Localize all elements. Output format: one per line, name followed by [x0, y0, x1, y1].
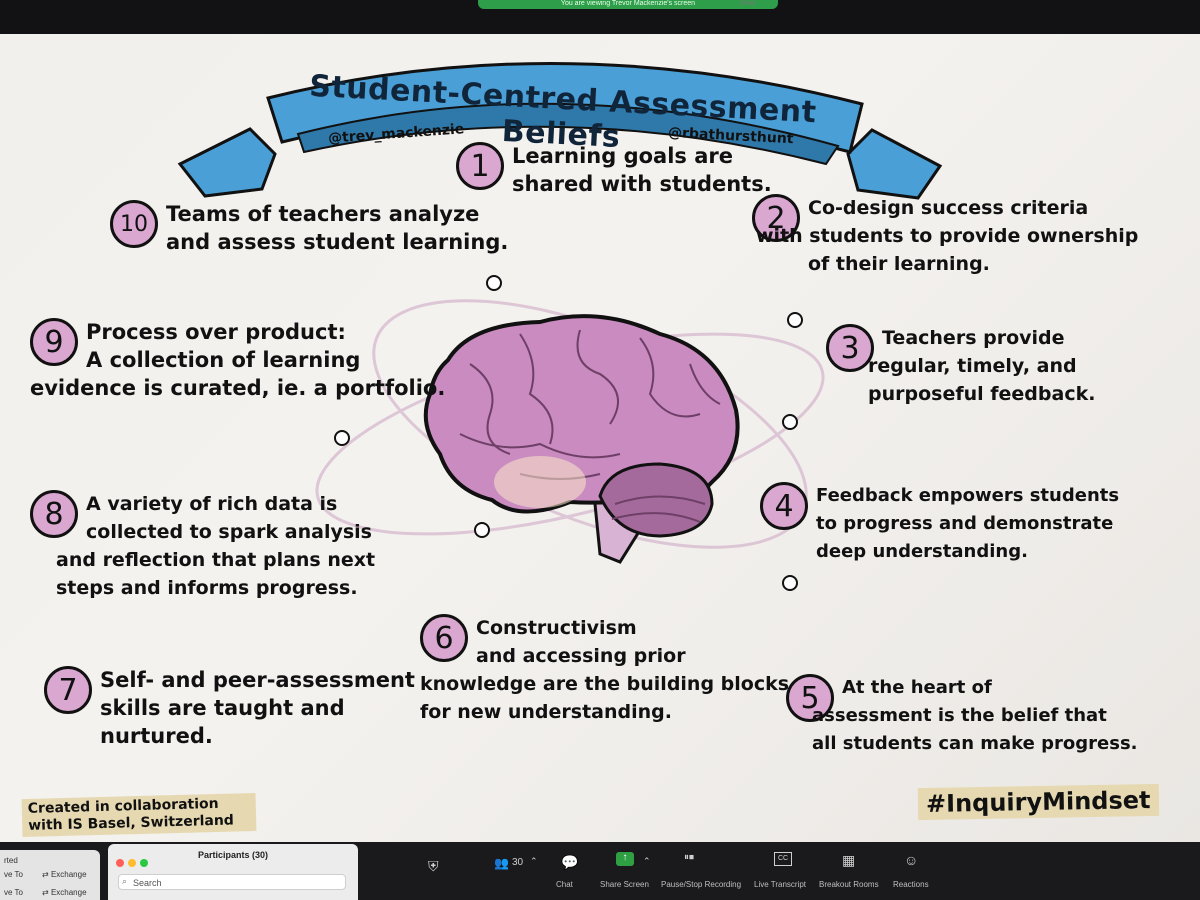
brain-illustration: [423, 314, 740, 564]
hashtag-tag: #InquiryMindset: [917, 783, 1159, 821]
row-label: ve To: [4, 888, 23, 897]
participants-window: Participants (30) Search ⌕: [108, 844, 358, 900]
chevron-up-icon[interactable]: ⌃: [530, 856, 538, 866]
breakout-rooms-button[interactable]: Breakout Rooms: [819, 880, 879, 889]
live-transcript-button[interactable]: Live Transcript: [754, 880, 807, 889]
search-icon: ⌕: [122, 876, 128, 886]
belief-number: 2: [752, 194, 800, 242]
panel-title: rted: [4, 856, 18, 865]
belief-number: 10: [110, 200, 158, 248]
reactions-button[interactable]: Reactions: [893, 880, 929, 889]
row-label: ve To: [4, 870, 23, 879]
shared-screen-poster: Student-Centred Assessment Beliefs @trev…: [0, 34, 1200, 842]
screen-share-notice-text: You are viewing Trevor Mackenzie's scree…: [560, 0, 696, 7]
belief-number: 3: [826, 324, 874, 372]
chat-button[interactable]: Chat: [556, 880, 573, 889]
participants-icon[interactable]: 👥: [494, 856, 509, 870]
belief-number: 6: [420, 614, 468, 662]
screen-share-notice[interactable]: You are viewing Trevor Mackenzie's scree…: [478, 0, 778, 9]
orbit-nodes: [334, 275, 803, 591]
poster-decoration: [177, 61, 943, 591]
cc-icon[interactable]: CC: [774, 852, 792, 866]
side-panel-partial: rted ve To ⇄ Exchange ve To ⇄ Exchange: [0, 850, 100, 900]
breakout-rooms-icon[interactable]: ▦: [842, 852, 856, 868]
title-banner: [177, 61, 943, 200]
participants-title: Participants (30): [197, 850, 269, 860]
belief-number: 8: [30, 490, 78, 538]
belief-number: 1: [456, 142, 504, 190]
recording-button[interactable]: Pause/Stop Recording: [661, 880, 742, 889]
chevron-up-icon[interactable]: ⌃: [643, 856, 651, 866]
security-shield-icon[interactable]: ⛨: [428, 858, 439, 874]
exchange-option[interactable]: ⇄ Exchange: [42, 888, 87, 897]
chat-icon[interactable]: 💬: [561, 854, 579, 870]
exchange-option[interactable]: ⇄ Exchange: [42, 870, 87, 879]
belief-number: 5: [786, 674, 834, 722]
belief-text: Process over product:A collection of lea…: [30, 320, 446, 400]
reactions-icon[interactable]: ☺: [904, 852, 919, 868]
participants-search[interactable]: Search: [118, 874, 346, 890]
belief-number: 9: [30, 318, 78, 366]
belief-9: 9 Process over product:A collection of l…: [30, 318, 445, 402]
belief-number: 7: [44, 666, 92, 714]
participant-count: 30: [512, 857, 524, 868]
view-options[interactable]: View: [740, 0, 756, 7]
belief-number: 4: [760, 482, 808, 530]
top-bar: You are viewing Trevor Mackenzie's scree…: [0, 0, 1200, 34]
pause-stop-icon[interactable]: ⏸⏹: [684, 852, 694, 863]
window-controls[interactable]: [116, 854, 152, 872]
share-screen-icon[interactable]: ↑: [616, 852, 634, 866]
share-screen-button[interactable]: Share Screen: [600, 880, 649, 889]
